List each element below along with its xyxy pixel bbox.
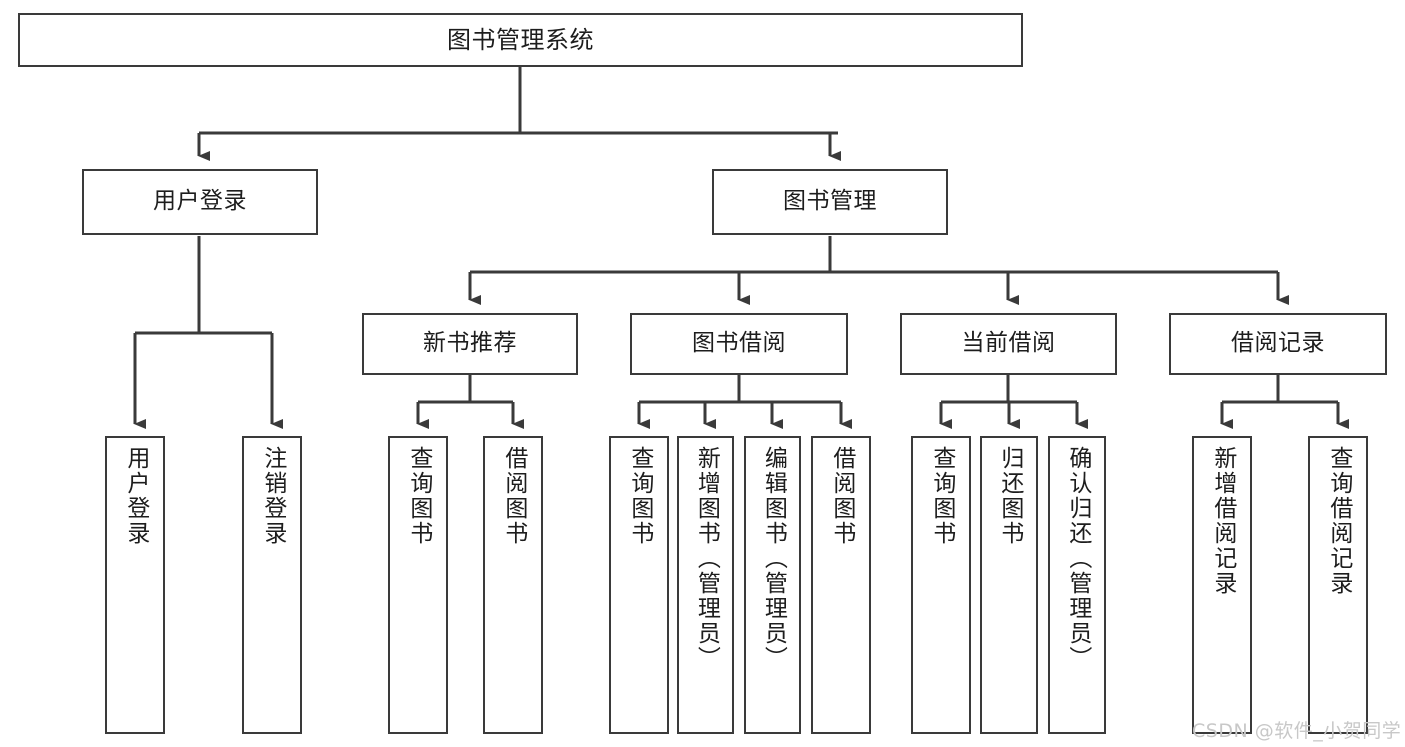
node-label: 查询图书 xyxy=(626,446,653,546)
node-label: 借阅记录 xyxy=(1231,330,1325,357)
node-label: 查询图书 xyxy=(928,446,955,546)
node-leaf-user-login[interactable]: 用户登录 xyxy=(105,436,165,734)
node-leaf-add-book[interactable]: 新增图书（管理员） xyxy=(677,436,734,734)
node-label: 查询图书 xyxy=(405,446,432,546)
node-label: 图书管理系统 xyxy=(447,25,594,54)
node-borrow-record[interactable]: 借阅记录 xyxy=(1169,313,1387,375)
node-new-book-recommend[interactable]: 新书推荐 xyxy=(362,313,578,375)
node-label: 借阅图书 xyxy=(500,446,527,546)
node-leaf-borrow-book-2[interactable]: 借阅图书 xyxy=(811,436,871,734)
node-leaf-borrow-book-1[interactable]: 借阅图书 xyxy=(483,436,543,734)
node-leaf-query-record[interactable]: 查询借阅记录 xyxy=(1308,436,1368,734)
node-leaf-return-book[interactable]: 归还图书 xyxy=(980,436,1038,734)
node-label: 新书推荐 xyxy=(423,330,517,357)
node-label: 借阅图书 xyxy=(828,446,855,546)
node-label: 用户登录 xyxy=(122,446,149,546)
node-root-book-management-system[interactable]: 图书管理系统 xyxy=(18,13,1023,67)
node-label: 注销登录 xyxy=(259,446,286,546)
node-book-borrow[interactable]: 图书借阅 xyxy=(630,313,848,375)
node-label: 查询借阅记录 xyxy=(1325,446,1352,596)
node-leaf-logout[interactable]: 注销登录 xyxy=(242,436,302,734)
node-label: 用户登录 xyxy=(153,188,247,215)
node-leaf-confirm-return[interactable]: 确认归还（管理员） xyxy=(1048,436,1106,734)
node-leaf-query-book-3[interactable]: 查询图书 xyxy=(911,436,971,734)
node-user-login[interactable]: 用户登录 xyxy=(82,169,318,235)
node-label: 归还图书 xyxy=(996,446,1023,546)
node-label: 图书借阅 xyxy=(692,330,786,357)
node-label: 图书管理 xyxy=(783,188,877,215)
node-leaf-query-book-1[interactable]: 查询图书 xyxy=(388,436,448,734)
node-label: 编辑图书（管理员） xyxy=(760,446,787,671)
node-book-management[interactable]: 图书管理 xyxy=(712,169,948,235)
node-label: 新增借阅记录 xyxy=(1209,446,1236,596)
node-current-borrow[interactable]: 当前借阅 xyxy=(900,313,1117,375)
node-label: 当前借阅 xyxy=(961,330,1056,357)
node-label: 新增图书（管理员） xyxy=(693,446,720,671)
node-leaf-add-record[interactable]: 新增借阅记录 xyxy=(1192,436,1252,734)
node-label: 确认归还（管理员） xyxy=(1064,446,1091,671)
csdn-watermark: CSDN @软件_小贺同学 xyxy=(1192,720,1402,742)
node-leaf-query-book-2[interactable]: 查询图书 xyxy=(609,436,669,734)
node-leaf-edit-book[interactable]: 编辑图书（管理员） xyxy=(744,436,801,734)
